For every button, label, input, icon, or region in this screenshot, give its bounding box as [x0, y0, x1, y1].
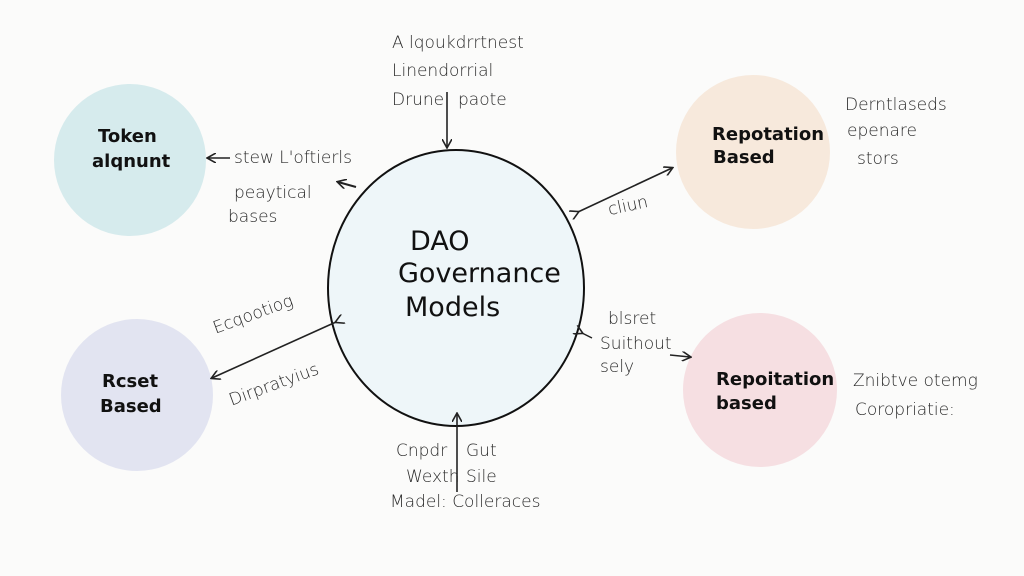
node-token-label-1: Token: [98, 126, 157, 147]
arrow-right-bottom: [582, 333, 593, 339]
node-reputation-top-label-2: Based: [713, 147, 775, 168]
annotation-left-top-3: bases: [228, 207, 278, 227]
annotation-top-3: Drune: [392, 90, 445, 110]
annotation-bottom-1: Cnpdr: [396, 441, 448, 461]
annotation-left-top-2: peaytical: [234, 183, 312, 203]
annotation-right-top-1: Derntlaseds: [845, 95, 947, 115]
annotation-right-bottom-1: Znibtve otemg: [853, 371, 978, 391]
annotation-right-bottom-2: Coropriatie:: [855, 400, 955, 420]
annotation-bottom-2: Gut: [466, 441, 497, 461]
annotation-bottom-3: Wexth: [406, 467, 460, 487]
node-reputation-bottom-circle: [683, 313, 837, 467]
annotation-right-bottom-link-1: blsret: [608, 309, 657, 329]
annotation-top-2: Linendorrial: [392, 61, 494, 81]
arrow-left-bottom: [212, 322, 336, 378]
node-reputation-bottom-label-1: Repoitation: [716, 369, 835, 390]
center-title-line2: Governance: [398, 258, 561, 289]
annotation-top-4: paote: [458, 90, 507, 110]
center-title-line1: DAO: [410, 226, 470, 257]
node-reset-label-2: Based: [100, 396, 162, 417]
annotation-top-1: A lqoukdrrtnest: [392, 33, 524, 53]
annotation-right-top-2: epenare: [847, 121, 917, 141]
node-reputation-top-circle: [676, 75, 830, 229]
node-reputation-top-label-1: Repotation: [712, 124, 825, 145]
arrow-right-top: [578, 168, 672, 212]
annotation-bottom-5: Madel: Colleraces: [390, 492, 541, 512]
center-circle: [327, 149, 585, 427]
arrow-right-bottom-head: [669, 355, 690, 357]
node-token-label-2: alqnunt: [92, 151, 171, 172]
node-reset-circle: [61, 319, 213, 471]
node-token-circle: [54, 84, 206, 236]
annotation-right-bottom-link-3: sely: [600, 357, 635, 377]
arrow-left-small: [338, 182, 357, 187]
center-title-line3: Models: [405, 292, 501, 323]
annotation-right-bottom-link-2: Suithout: [600, 334, 672, 354]
node-reset-label-1: Rcset: [102, 371, 159, 392]
node-reputation-bottom-label-2: based: [716, 393, 777, 414]
annotation-bottom-4: Sile: [466, 467, 497, 487]
annotation-left-top-1: stew L'oftierls: [234, 148, 352, 168]
annotation-right-top-3: stors: [857, 149, 899, 169]
